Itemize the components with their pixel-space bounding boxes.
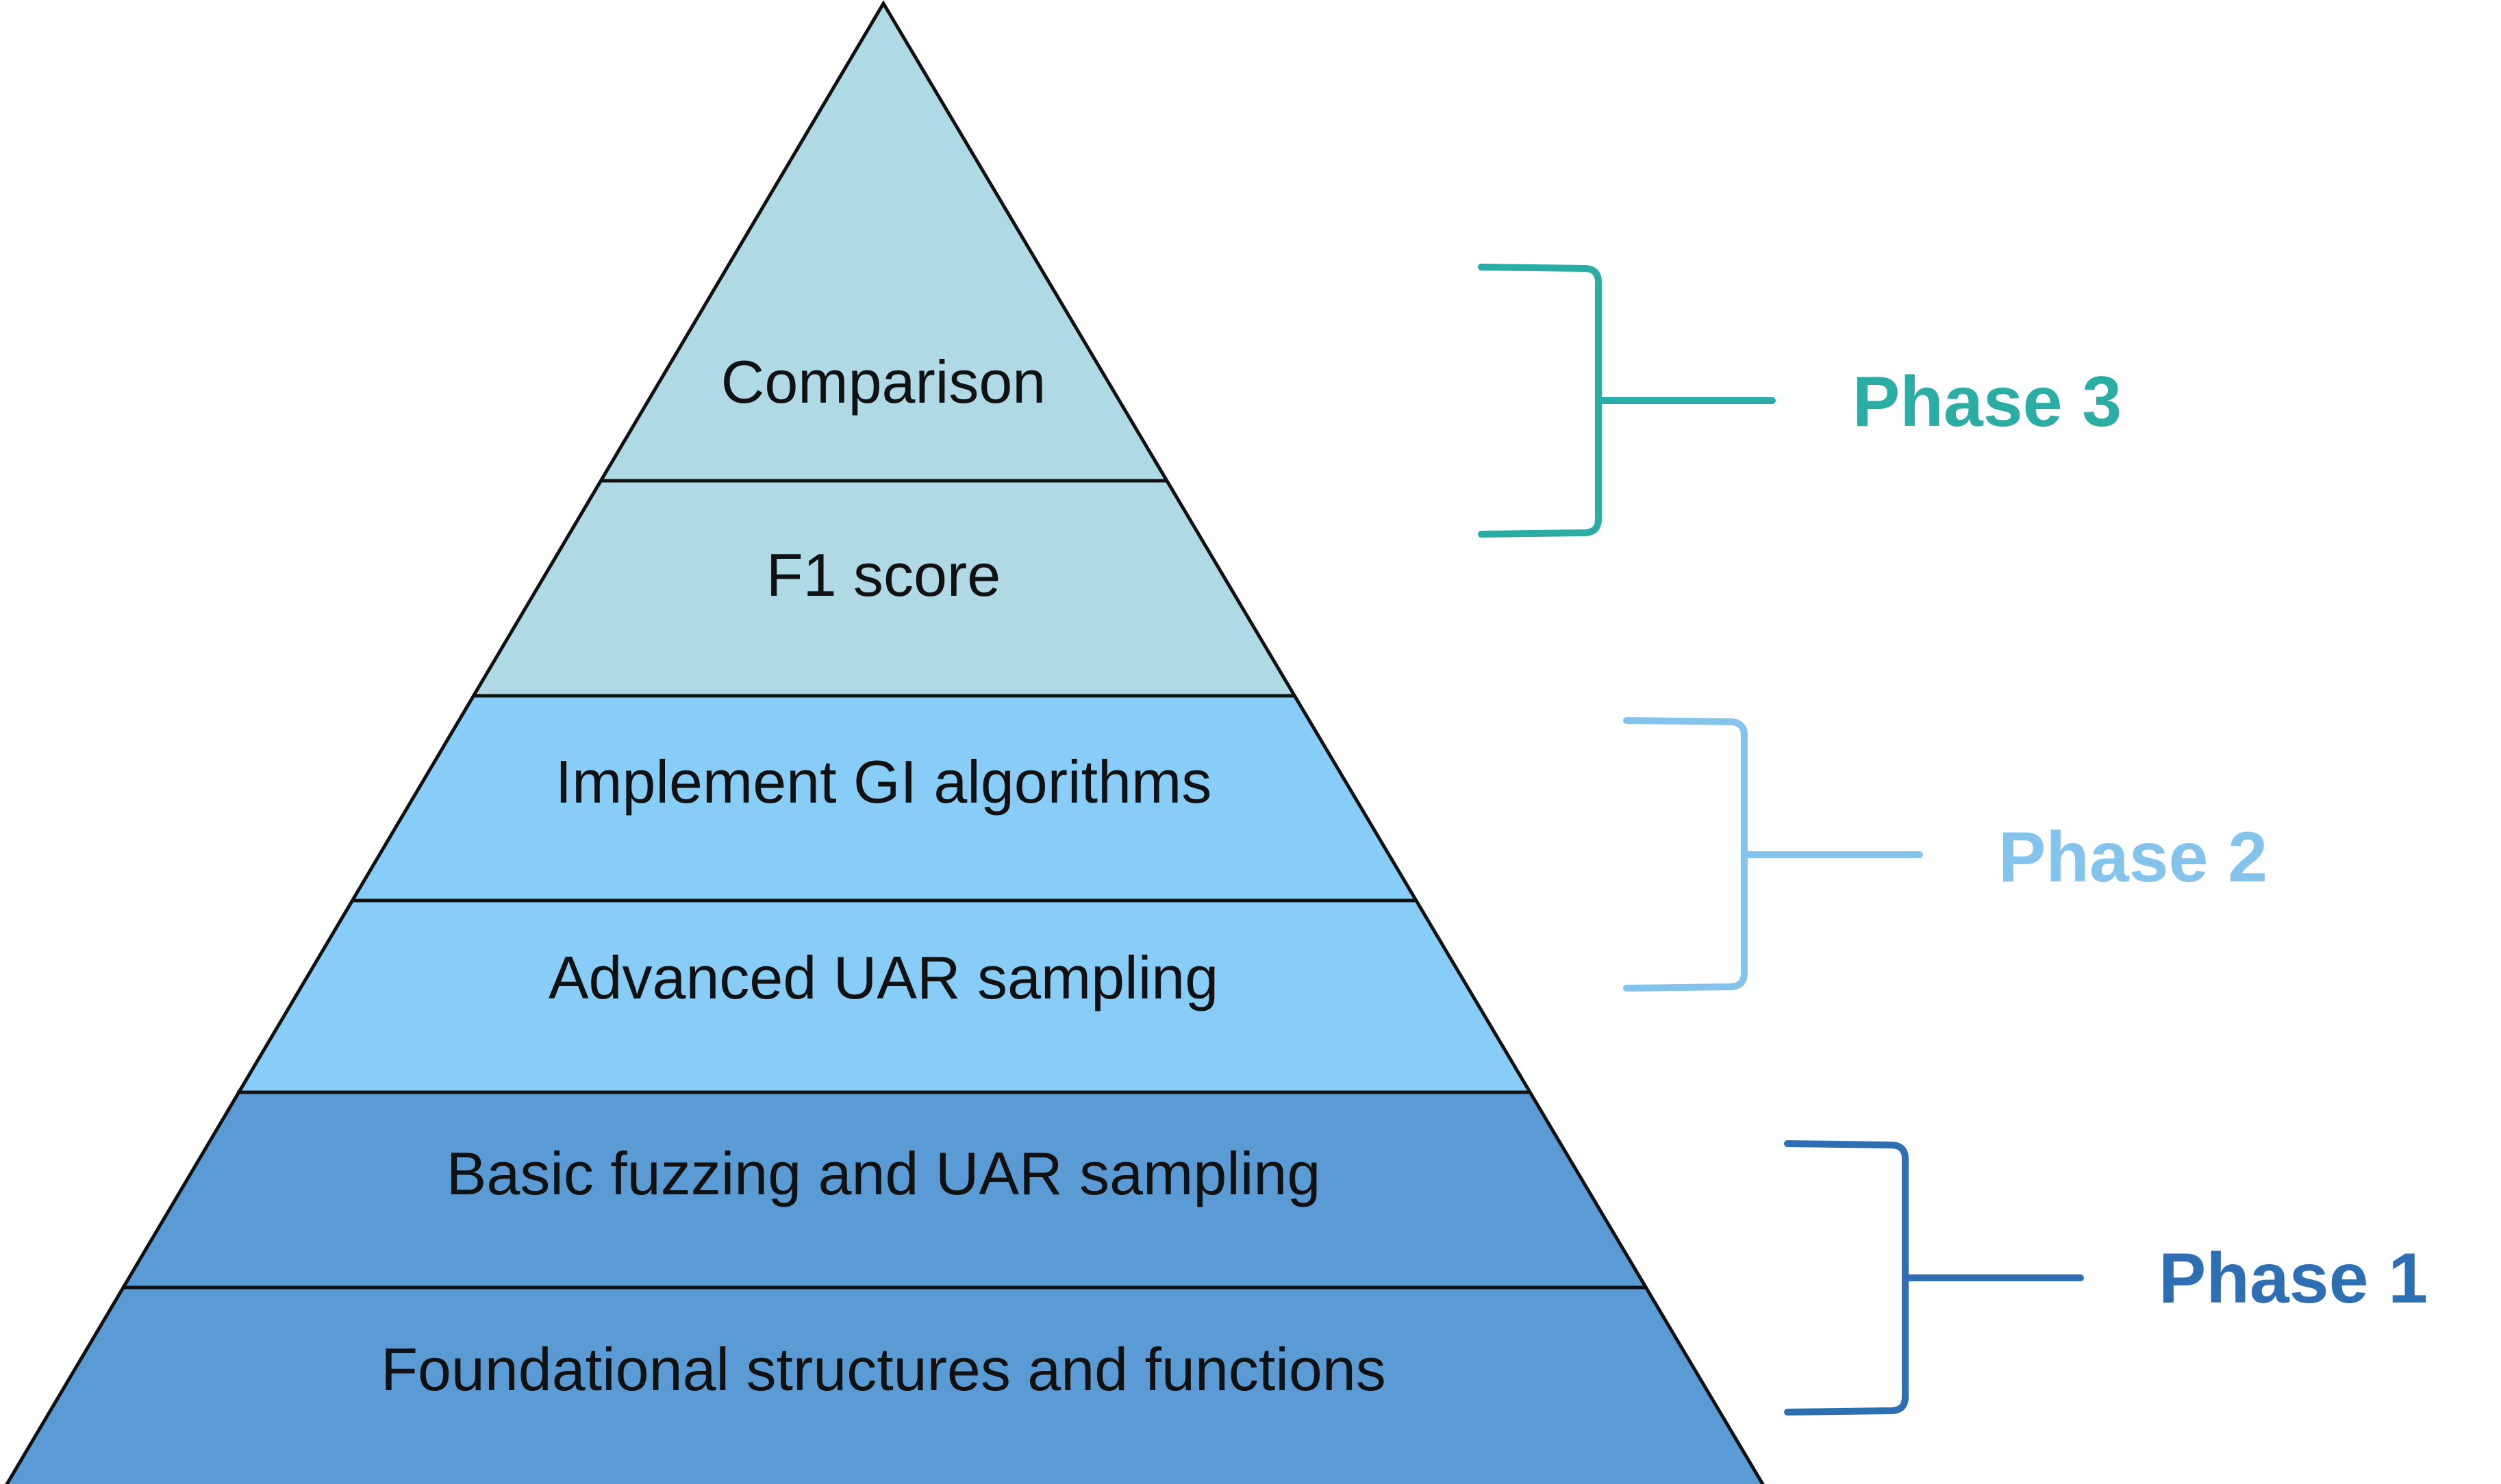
phase-2-label: Phase 2 [1998, 818, 2267, 897]
phase-3-bracket [1478, 264, 1776, 538]
layer-label-implement-gi-algorithms: Implement GI algorithms [555, 748, 1212, 816]
layer-label-basic-fuzzing: Basic fuzzing and UAR sampling [447, 1140, 1321, 1207]
pyramid-tier-phase-3 [473, 3, 1294, 696]
layer-label-advanced-uar-sampling: Advanced UAR sampling [549, 944, 1218, 1011]
phase-1-bracket [1784, 1140, 2084, 1416]
layer-label-f1-score: F1 score [766, 541, 1001, 609]
phase-3-label: Phase 3 [1852, 362, 2122, 442]
phase-1-label: Phase 1 [2159, 1239, 2428, 1318]
pyramid-outline [5, 0, 1765, 1484]
layer-label-foundational-structures: Foundational structures and functions [381, 1335, 1386, 1403]
layer-label-comparison: Comparison [721, 348, 1046, 416]
pyramid-tier-phase-2 [237, 696, 1529, 1092]
phase-2-bracket [1623, 717, 1923, 992]
